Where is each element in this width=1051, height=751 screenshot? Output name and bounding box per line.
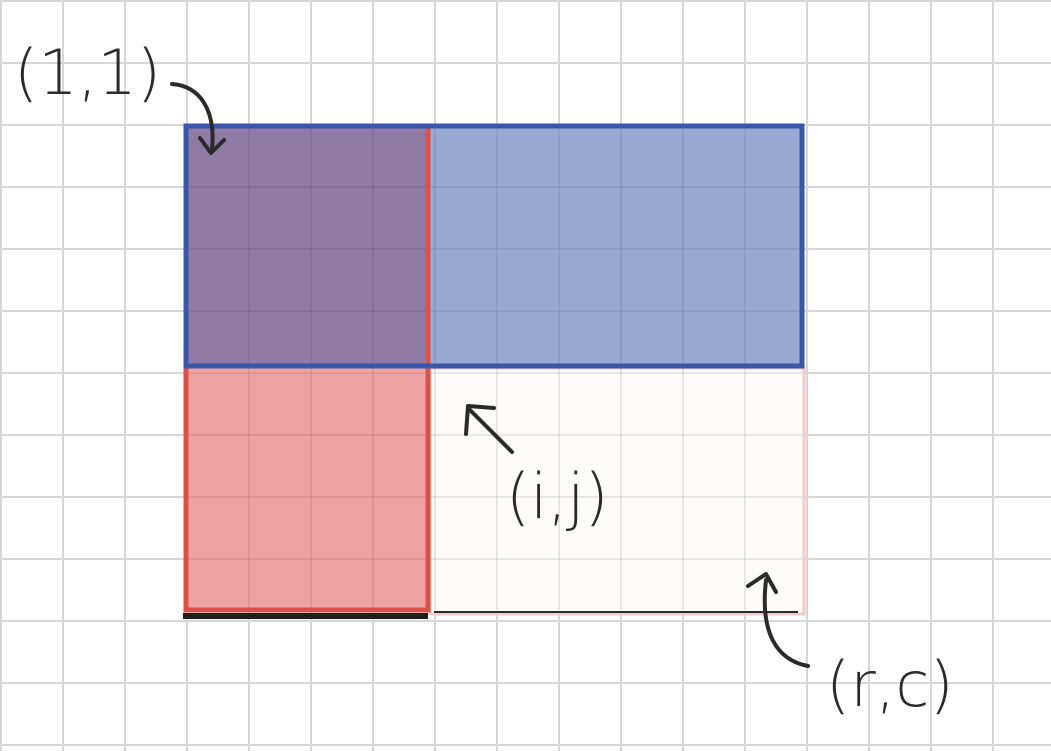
overlap-region — [186, 126, 428, 366]
label-bottom-right: (r,c) — [826, 648, 954, 721]
label-middle: (i,j) — [506, 460, 609, 533]
label-top-left: (1,1) — [14, 36, 161, 109]
arrow-icon — [170, 82, 226, 155]
arrow-icon — [464, 404, 514, 454]
empty-region — [428, 366, 806, 616]
arrow-icon — [746, 572, 810, 668]
blue-region-outline — [183, 123, 805, 369]
